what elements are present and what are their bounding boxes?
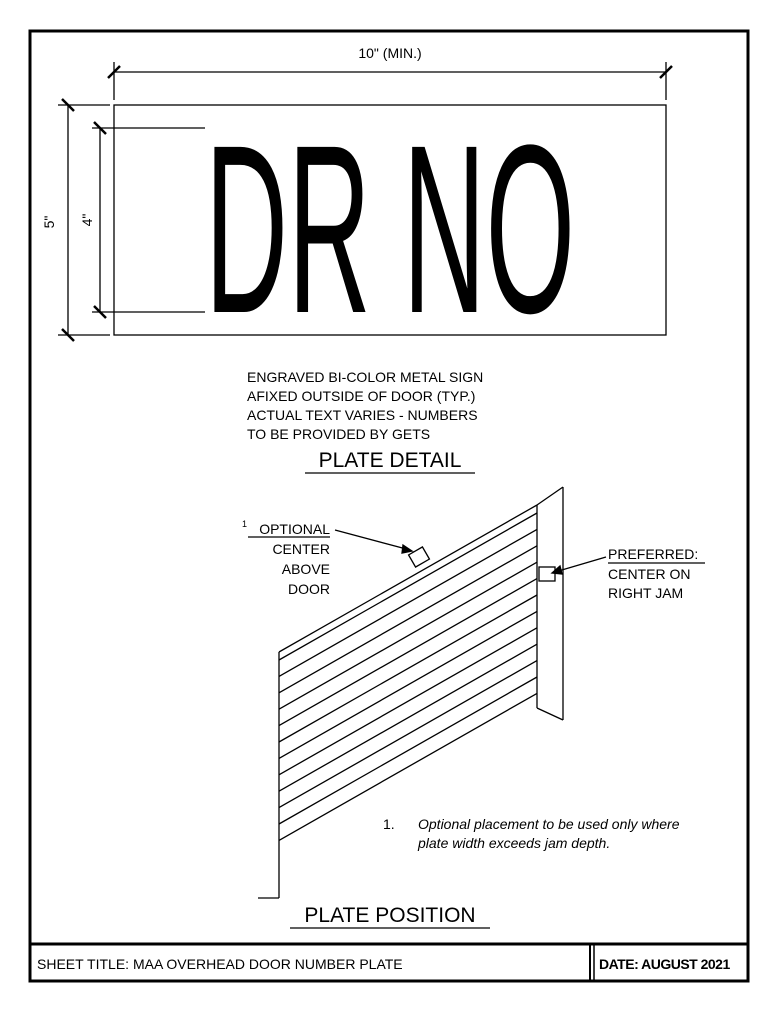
optional-label-line: OPTIONAL xyxy=(259,521,330,537)
preferred-plate-marker xyxy=(538,566,556,582)
optional-plate-marker xyxy=(407,546,431,568)
door-slat xyxy=(278,545,538,694)
door-slat xyxy=(278,504,538,653)
door-slat xyxy=(278,610,538,759)
footnote-number: 1. xyxy=(383,816,395,832)
sign-text: DR NO xyxy=(205,95,575,363)
inner-height-label: 4" xyxy=(79,214,95,227)
outer-height-label: 5" xyxy=(41,216,57,229)
door-slat xyxy=(278,627,538,776)
door-slat xyxy=(278,561,538,710)
footnote-marker: 1 xyxy=(242,519,247,529)
preferred-leader-arrow xyxy=(554,556,607,573)
door-slat xyxy=(278,643,538,792)
door-slat xyxy=(278,660,538,809)
preferred-label-line: PREFERRED: xyxy=(608,546,698,562)
sheet-title: SHEET TITLE: MAA OVERHEAD DOOR NUMBER PL… xyxy=(37,956,403,972)
door-slat xyxy=(278,512,538,661)
door-slat xyxy=(278,676,538,825)
overhead-door xyxy=(278,504,538,841)
plate-position xyxy=(248,486,705,929)
preferred-label-line: CENTER ON xyxy=(608,566,690,582)
sign-plate xyxy=(113,104,667,336)
width-dimension-label: 10" (MIN.) xyxy=(358,45,421,61)
plate-detail-title: PLATE DETAIL xyxy=(319,449,462,472)
optional-label-line: ABOVE xyxy=(282,561,330,577)
width-dimension xyxy=(107,62,673,100)
optional-label-line: CENTER xyxy=(272,541,330,557)
footnote-line: plate width exceeds jam depth. xyxy=(417,835,610,851)
door-slat xyxy=(278,578,538,727)
optional-label-line: DOOR xyxy=(288,581,330,597)
note-line: ACTUAL TEXT VARIES - NUMBERS xyxy=(247,407,478,423)
optional-arrowhead xyxy=(401,543,414,554)
note-line: TO BE PROVIDED BY GETS xyxy=(247,426,430,442)
jamb-bottom xyxy=(536,707,564,721)
outer-height-dimension xyxy=(58,98,110,342)
optional-leader-arrow xyxy=(334,529,411,551)
door-slat xyxy=(278,594,538,743)
door-slat xyxy=(278,528,538,677)
note-line: ENGRAVED BI-COLOR METAL SIGN xyxy=(247,369,483,385)
note-line: AFIXED OUTSIDE OF DOOR (TYP.) xyxy=(247,388,475,404)
door-slat xyxy=(278,692,538,841)
plate-position-title: PLATE POSITION xyxy=(304,904,475,927)
jamb-top xyxy=(536,486,564,506)
footnote-line: Optional placement to be used only where xyxy=(418,816,680,832)
inner-height-dimension xyxy=(92,121,205,319)
plate-detail: DR NO 10" (MIN.) 5" 4" ENGRAVED BI-COLOR… xyxy=(41,45,673,474)
preferred-arrowhead xyxy=(550,564,563,575)
preferred-label-line: RIGHT JAM xyxy=(608,585,683,601)
sheet-date: DATE: AUGUST 2021 xyxy=(599,956,730,972)
sheet-border xyxy=(28,29,750,983)
